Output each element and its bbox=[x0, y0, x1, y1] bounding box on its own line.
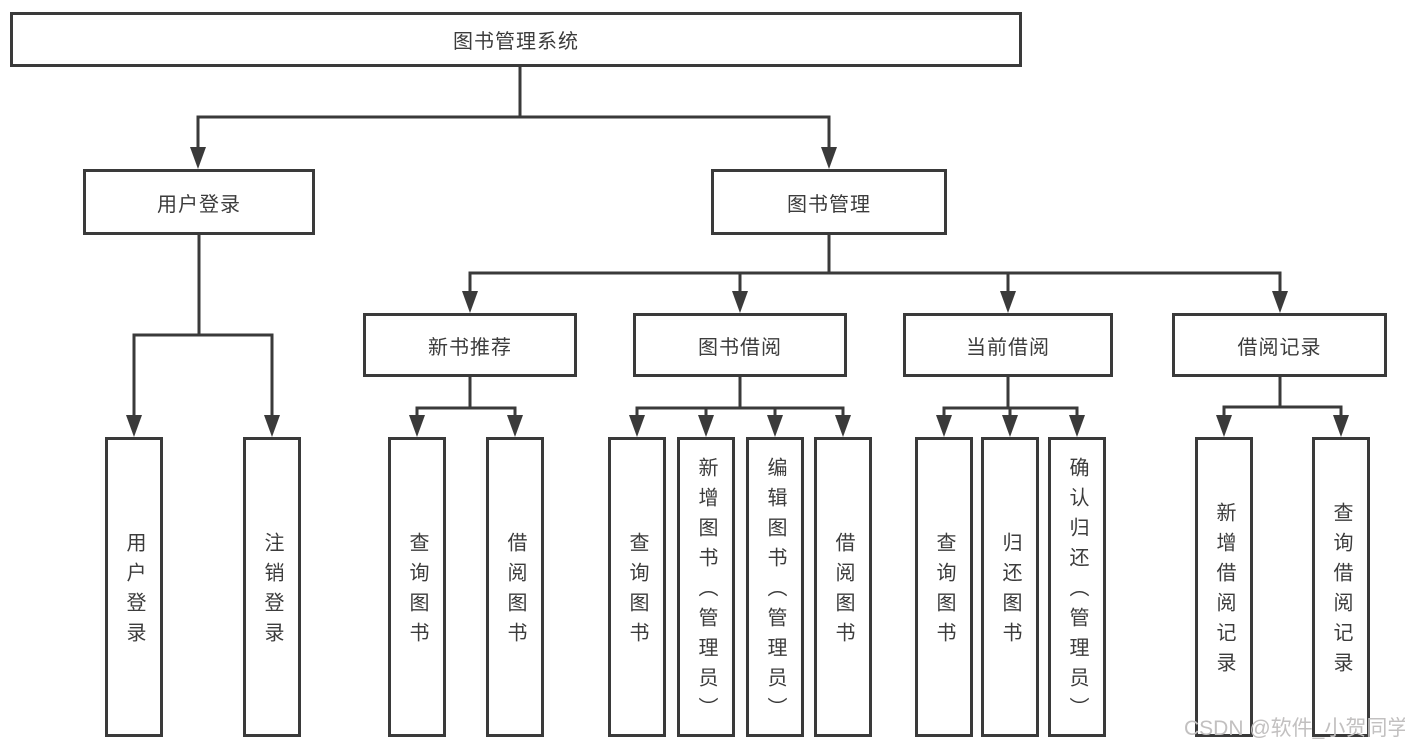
leaf-label: 确认归还（管理员） bbox=[1066, 457, 1088, 727]
leaf-label: 归还图书 bbox=[999, 532, 1021, 652]
leaf-current-query-books: 查询图书 bbox=[915, 437, 973, 737]
leaf-label: 编辑图书（管理员） bbox=[764, 457, 786, 727]
node-label: 图书借阅 bbox=[698, 336, 782, 359]
leaf-label: 新增借阅记录 bbox=[1213, 502, 1235, 682]
node-system-root: 图书管理系统 bbox=[10, 12, 1022, 67]
edge-newbook-rail bbox=[415, 406, 517, 417]
leaf-borrow-query-books: 查询图书 bbox=[608, 437, 666, 737]
leaf-logout: 注销登录 bbox=[243, 437, 301, 737]
leaf-newbook-query-books: 查询图书 bbox=[388, 437, 446, 737]
leaf-label: 查询图书 bbox=[406, 532, 428, 652]
edge-records-rail bbox=[1222, 405, 1343, 417]
node-book-borrowing: 图书借阅 bbox=[633, 313, 847, 377]
leaf-label: 借阅图书 bbox=[504, 532, 526, 652]
edge-login-rail bbox=[132, 333, 274, 417]
node-new-book-recommend: 新书推荐 bbox=[363, 313, 577, 377]
leaf-user-login: 用户登录 bbox=[105, 437, 163, 737]
node-label: 借阅记录 bbox=[1237, 336, 1322, 359]
leaf-current-confirm-return-admin: 确认归还（管理员） bbox=[1048, 437, 1106, 737]
leaf-borrow-add-books-admin: 新增图书（管理员） bbox=[677, 437, 735, 737]
csdn-watermark: CSDN @软件_小贺同学 bbox=[1184, 717, 1405, 740]
node-label: 当前借阅 bbox=[966, 336, 1050, 359]
node-label: 图书管理系统 bbox=[453, 31, 579, 53]
edge-l2-rail bbox=[196, 115, 831, 149]
node-label: 用户登录 bbox=[157, 193, 241, 216]
edge-borrow-rail bbox=[635, 406, 845, 417]
leaf-records-query-record: 查询借阅记录 bbox=[1312, 437, 1370, 737]
node-borrowing-records: 借阅记录 bbox=[1172, 313, 1387, 377]
node-user-login: 用户登录 bbox=[83, 169, 315, 235]
leaf-label: 借阅图书 bbox=[832, 532, 854, 652]
node-label: 新书推荐 bbox=[428, 336, 512, 359]
leaf-borrow-edit-books-admin: 编辑图书（管理员） bbox=[746, 437, 804, 737]
node-book-management: 图书管理 bbox=[711, 169, 947, 235]
leaf-records-add-record: 新增借阅记录 bbox=[1195, 437, 1253, 737]
leaf-label: 用户登录 bbox=[123, 532, 145, 652]
leaf-newbook-borrow-books: 借阅图书 bbox=[486, 437, 544, 737]
leaf-label: 新增图书（管理员） bbox=[695, 457, 717, 727]
leaf-label: 注销登录 bbox=[261, 532, 283, 652]
leaf-borrow-borrow-books: 借阅图书 bbox=[814, 437, 872, 737]
leaf-label: 查询图书 bbox=[933, 532, 955, 652]
node-current-borrowing: 当前借阅 bbox=[903, 313, 1113, 377]
node-label: 图书管理 bbox=[787, 193, 871, 216]
leaf-current-return-books: 归还图书 bbox=[981, 437, 1039, 737]
leaf-label: 查询图书 bbox=[626, 532, 648, 652]
arrowheads bbox=[126, 147, 1349, 437]
edge-l3-rail bbox=[468, 271, 1282, 293]
leaf-label: 查询借阅记录 bbox=[1330, 502, 1352, 682]
